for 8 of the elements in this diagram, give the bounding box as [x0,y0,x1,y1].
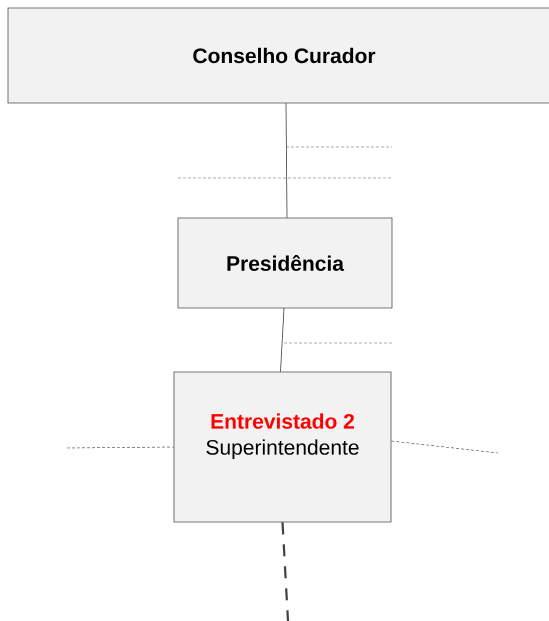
org-box: Presidência [178,218,392,308]
connector-line [66,446,174,448]
connector-line [280,308,284,372]
connector-line [391,440,498,454]
connector-line [286,103,288,218]
org-box: Entrevistado 2 Superintendente [174,372,392,522]
org-box: Conselho Curador [8,8,549,104]
connector-line [281,522,290,621]
